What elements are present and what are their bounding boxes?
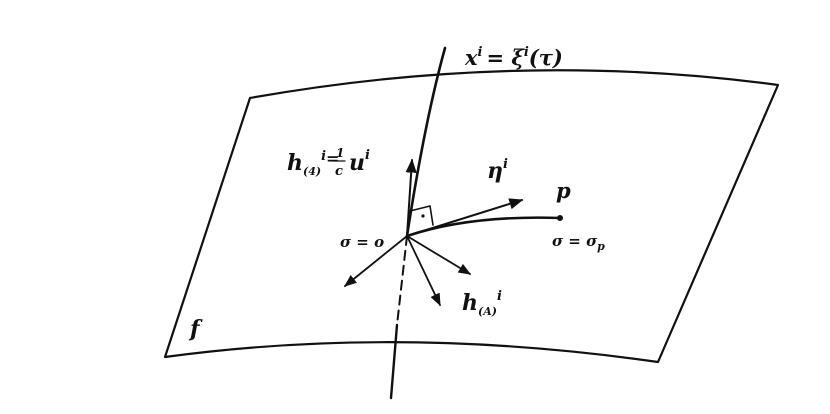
sigma-zero-label: σ = o bbox=[340, 233, 384, 251]
fraction-numerator: 1 bbox=[336, 146, 344, 160]
point-p-label: p bbox=[556, 178, 571, 203]
geodesic-curve bbox=[405, 216, 562, 238]
h4-label: h(4)i= bbox=[287, 149, 339, 178]
sigma-p-label: σ = σp bbox=[552, 232, 605, 253]
worldline-label: xi= ξi(τ) bbox=[464, 45, 563, 70]
worldline-lower bbox=[389, 323, 399, 400]
right-angle-marker bbox=[409, 205, 434, 226]
hA-vector-arrow-2 bbox=[406, 235, 441, 307]
worldline-upper bbox=[405, 46, 447, 238]
worldline-dashed bbox=[396, 235, 408, 326]
hA-label: h(A)i bbox=[462, 289, 502, 318]
right-angle-dot bbox=[421, 214, 425, 218]
eta-label: ηi bbox=[487, 157, 508, 184]
hypersurface-outline bbox=[163, 69, 780, 364]
surface-label: f bbox=[188, 316, 203, 342]
fraction-denominator: c bbox=[335, 164, 343, 179]
eta-vector-arrow bbox=[406, 198, 524, 237]
point-p-dot bbox=[557, 215, 563, 221]
u-label: ui bbox=[349, 148, 370, 176]
hA-vector-arrow-3 bbox=[406, 235, 472, 275]
h4-vector-arrow bbox=[405, 158, 417, 237]
hA-vector-arrow-1 bbox=[344, 235, 408, 287]
